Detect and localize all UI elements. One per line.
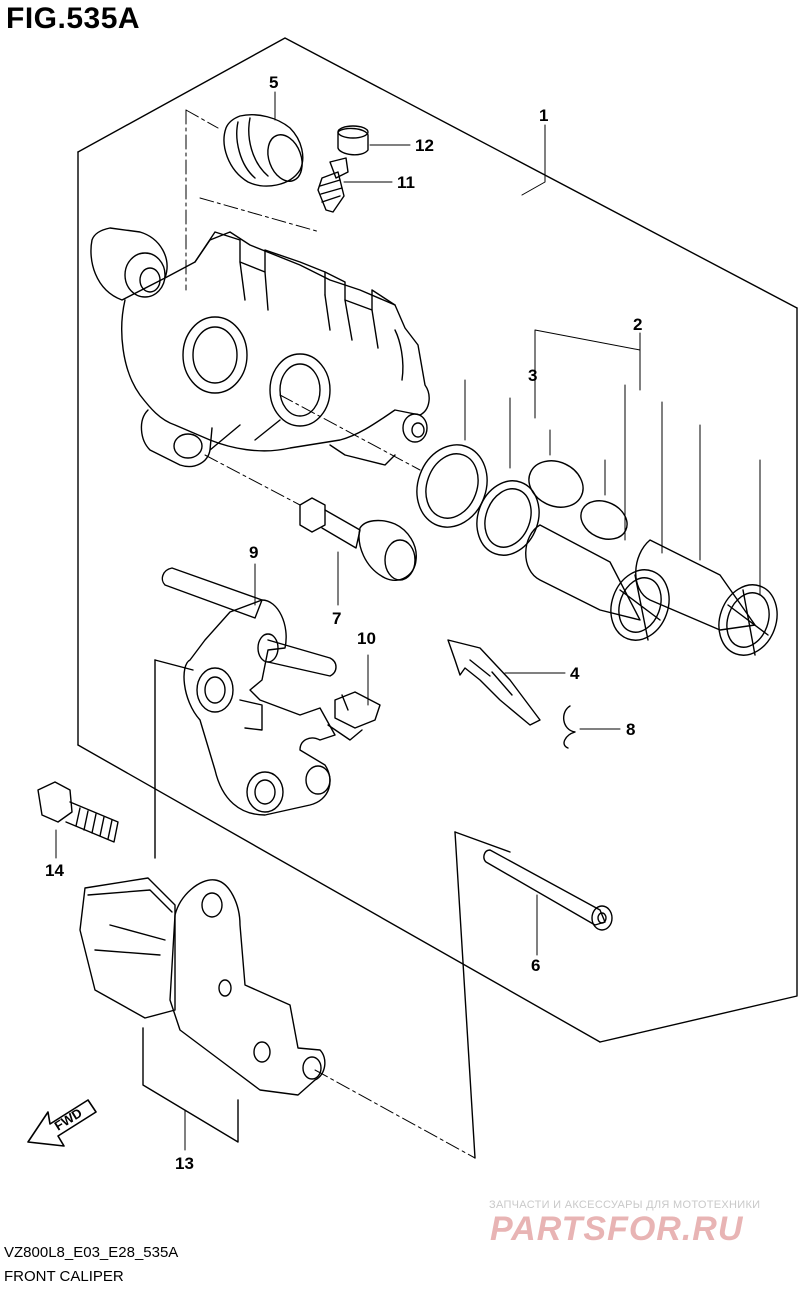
bleeder-cap-part-12 xyxy=(337,125,369,156)
piston-part-2-a xyxy=(525,524,670,641)
caliper-body xyxy=(90,227,430,468)
assembly-frame xyxy=(77,37,798,309)
callout-12: 12 xyxy=(415,136,434,155)
watermark-logo: PARTSFOR.RU xyxy=(490,1210,744,1248)
callout-5: 5 xyxy=(269,73,278,92)
pad-frame xyxy=(142,1027,239,1143)
callout-10: 10 xyxy=(357,629,376,648)
pad-spring-part-4 xyxy=(447,639,541,726)
piston-seal-part-3-b xyxy=(476,480,540,556)
bolt-part-14 xyxy=(37,781,119,843)
fwd-direction-arrow: FWD xyxy=(27,1099,97,1147)
piston-part-2-b xyxy=(635,539,778,656)
assembly-frame-right xyxy=(599,307,798,1043)
piston-seal-part-3-a xyxy=(416,444,488,528)
spring-clip-part-10 xyxy=(327,691,381,741)
brake-pads-part-13 xyxy=(79,877,326,1096)
bleeder-screw-part-11 xyxy=(317,157,349,213)
diagram-code: VZ800L8_E03_E28_535A xyxy=(4,1244,179,1261)
leader-lines xyxy=(55,91,761,1151)
slide-pin-part-7 xyxy=(299,497,417,581)
figure-title: FIG.535A xyxy=(6,2,141,35)
bracket-part-9 xyxy=(161,567,337,816)
callout-8: 8 xyxy=(626,720,635,739)
callout-2: 2 xyxy=(633,315,642,334)
pin-frame xyxy=(454,831,476,1159)
watermark-tagline: ЗАПЧАСТИ И АКСЕССУАРЫ ДЛЯ МОТОТЕХНИКИ xyxy=(489,1199,761,1211)
assembly-frame-bottom xyxy=(77,744,601,1043)
callout-11: 11 xyxy=(397,173,415,192)
callout-4: 4 xyxy=(570,664,580,683)
boot-part-5 xyxy=(223,114,304,187)
callout-1: 1 xyxy=(539,106,548,125)
callout-13: 13 xyxy=(175,1154,194,1173)
callout-9: 9 xyxy=(249,543,258,562)
callout-3: 3 xyxy=(528,366,537,385)
pad-pin-part-6 xyxy=(483,849,613,931)
dust-seal-part-3-c xyxy=(528,460,628,540)
clip-part-8 xyxy=(563,705,576,749)
callout-7: 7 xyxy=(332,609,341,628)
diagram-caption: FRONT CALIPER xyxy=(4,1268,124,1285)
callout-14: 14 xyxy=(45,861,64,880)
callout-6: 6 xyxy=(531,956,540,975)
